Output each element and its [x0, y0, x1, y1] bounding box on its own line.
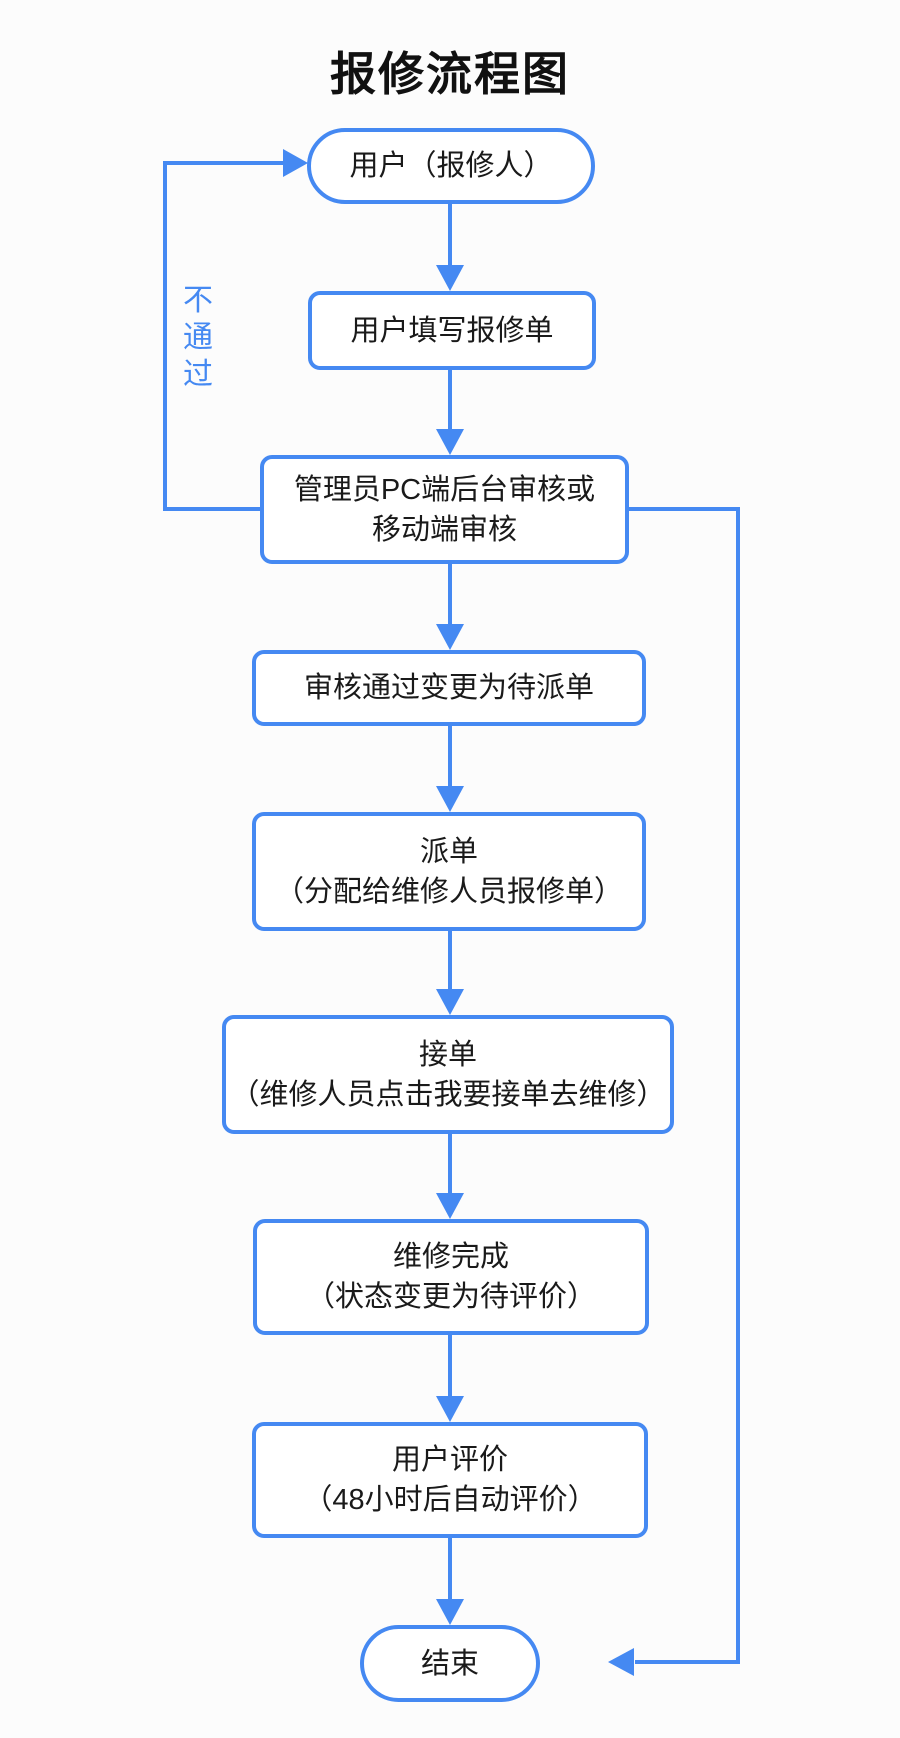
- arrow-review-to-end-bypass: [608, 507, 740, 1676]
- node-evaluate-line2: （48小时后自动评价）: [303, 1484, 597, 1516]
- node-complete-line1: 维修完成: [392, 1241, 509, 1273]
- node-approved: 审核通过变更为待派单: [252, 650, 646, 726]
- node-complete: 维修完成 （状态变更为待评价）: [253, 1219, 649, 1335]
- node-start: 用户（报修人）: [307, 128, 595, 204]
- page-title: 报修流程图: [330, 48, 570, 100]
- arrow-start-to-fill: [436, 203, 464, 291]
- node-review: 管理员PC端后台审核或 移动端审核: [260, 455, 629, 564]
- node-end-label: 结束: [420, 1647, 479, 1680]
- node-fill-form-label: 用户填写报修单: [350, 314, 554, 347]
- node-dispatch-line1: 派单: [419, 835, 478, 868]
- node-review-line2: 移动端审核: [371, 513, 517, 546]
- arrow-approved-to-dispatch: [436, 726, 464, 812]
- node-dispatch-line2: （分配给维修人员报修单）: [274, 875, 623, 908]
- node-complete-line2: （状态变更为待评价）: [305, 1281, 596, 1313]
- node-evaluate: 用户评价 （48小时后自动评价）: [252, 1422, 648, 1538]
- node-evaluate-line1: 用户评价: [391, 1444, 508, 1476]
- edge-label-reject: 不通过: [183, 284, 213, 391]
- node-dispatch: 派单 （分配给维修人员报修单）: [252, 812, 646, 931]
- node-approved-label: 审核通过变更为待派单: [303, 672, 594, 704]
- node-end: 结束: [360, 1625, 540, 1702]
- node-fill-form: 用户填写报修单: [308, 291, 596, 370]
- arrow-reject-loop: [163, 149, 308, 511]
- arrow-fill-to-review: [436, 370, 464, 455]
- arrow-dispatch-to-accept: [436, 931, 464, 1015]
- arrow-complete-to-evaluate: [436, 1335, 464, 1422]
- arrow-review-to-approved: [436, 564, 464, 650]
- node-accept-line2: （维修人员点击我要接单去维修）: [230, 1078, 666, 1111]
- node-accept-line1: 接单: [418, 1038, 477, 1071]
- node-start-label: 用户（报修人）: [349, 150, 553, 182]
- arrow-evaluate-to-end: [436, 1538, 464, 1625]
- node-accept: 接单 （维修人员点击我要接单去维修）: [222, 1015, 674, 1134]
- node-review-line1: 管理员PC端后台审核或: [293, 473, 596, 506]
- arrow-accept-to-complete: [436, 1134, 464, 1219]
